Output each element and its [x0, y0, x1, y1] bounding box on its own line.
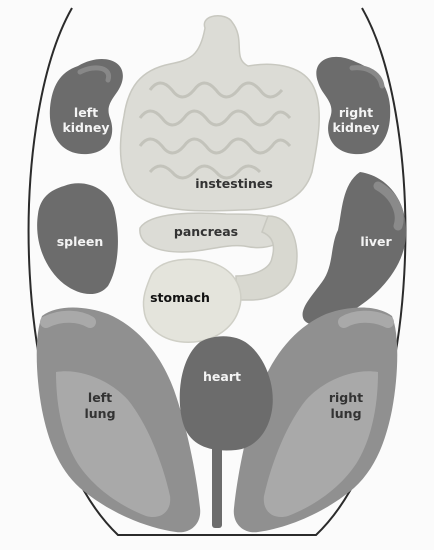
- pancreas-label: pancreas: [174, 224, 238, 239]
- heart-label: heart: [203, 369, 241, 384]
- stomach-label: stomach: [150, 290, 210, 305]
- left-kidney-label-line2: kidney: [62, 120, 109, 135]
- right-lung-label-line1: right: [329, 390, 363, 405]
- spleen-label: spleen: [57, 234, 104, 249]
- intestines-label: instestines: [195, 176, 273, 191]
- left-kidney-label-line1: left: [74, 105, 98, 120]
- right-kidney-label-line1: right: [339, 105, 373, 120]
- right-kidney-label-line2: kidney: [332, 120, 379, 135]
- left-lung-label-line2: lung: [84, 406, 115, 421]
- right-lung-label-line2: lung: [330, 406, 361, 421]
- liver-label: liver: [360, 234, 392, 249]
- left-lung-label-line1: left: [88, 390, 112, 405]
